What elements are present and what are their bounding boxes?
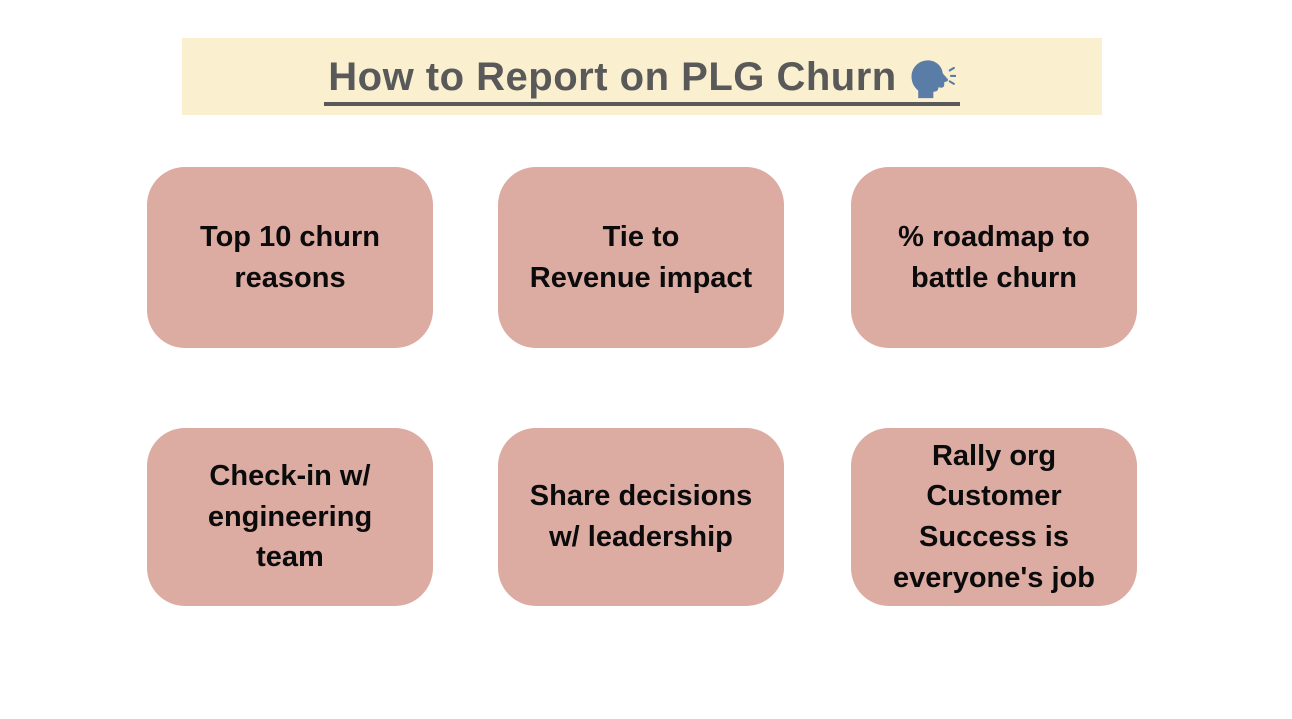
card-label: Tie to Revenue impact — [529, 220, 753, 294]
card-share-decisions-leadership: Share decisions w/ leadership — [498, 428, 784, 606]
title-banner: How to Report on PLG Churn — [182, 38, 1102, 115]
card-tie-to-revenue-impact: Tie to Revenue impact — [498, 167, 784, 348]
card-roadmap-to-battle-churn: % roadmap to battle churn — [851, 167, 1137, 348]
card-label: Check-in w/ engineering team — [207, 460, 373, 574]
card-check-in-engineering-team: Check-in w/ engineering team — [147, 428, 433, 606]
page-title: How to Report on PLG Churn — [328, 55, 897, 99]
card-top-10-churn-reasons: Top 10 churn reasons — [147, 167, 433, 348]
card-rally-org-customer-success: Rally org Customer Success is everyone's… — [851, 428, 1137, 606]
title-underline-group: How to Report on PLG Churn — [324, 55, 960, 106]
card-label: Rally org Customer Success is everyone's… — [893, 439, 1095, 594]
card-label: % roadmap to battle churn — [898, 220, 1090, 294]
card-label: Share decisions w/ leadership — [529, 480, 753, 553]
speaking-head-icon — [911, 60, 956, 99]
card-label: Top 10 churn reasons — [200, 220, 380, 294]
